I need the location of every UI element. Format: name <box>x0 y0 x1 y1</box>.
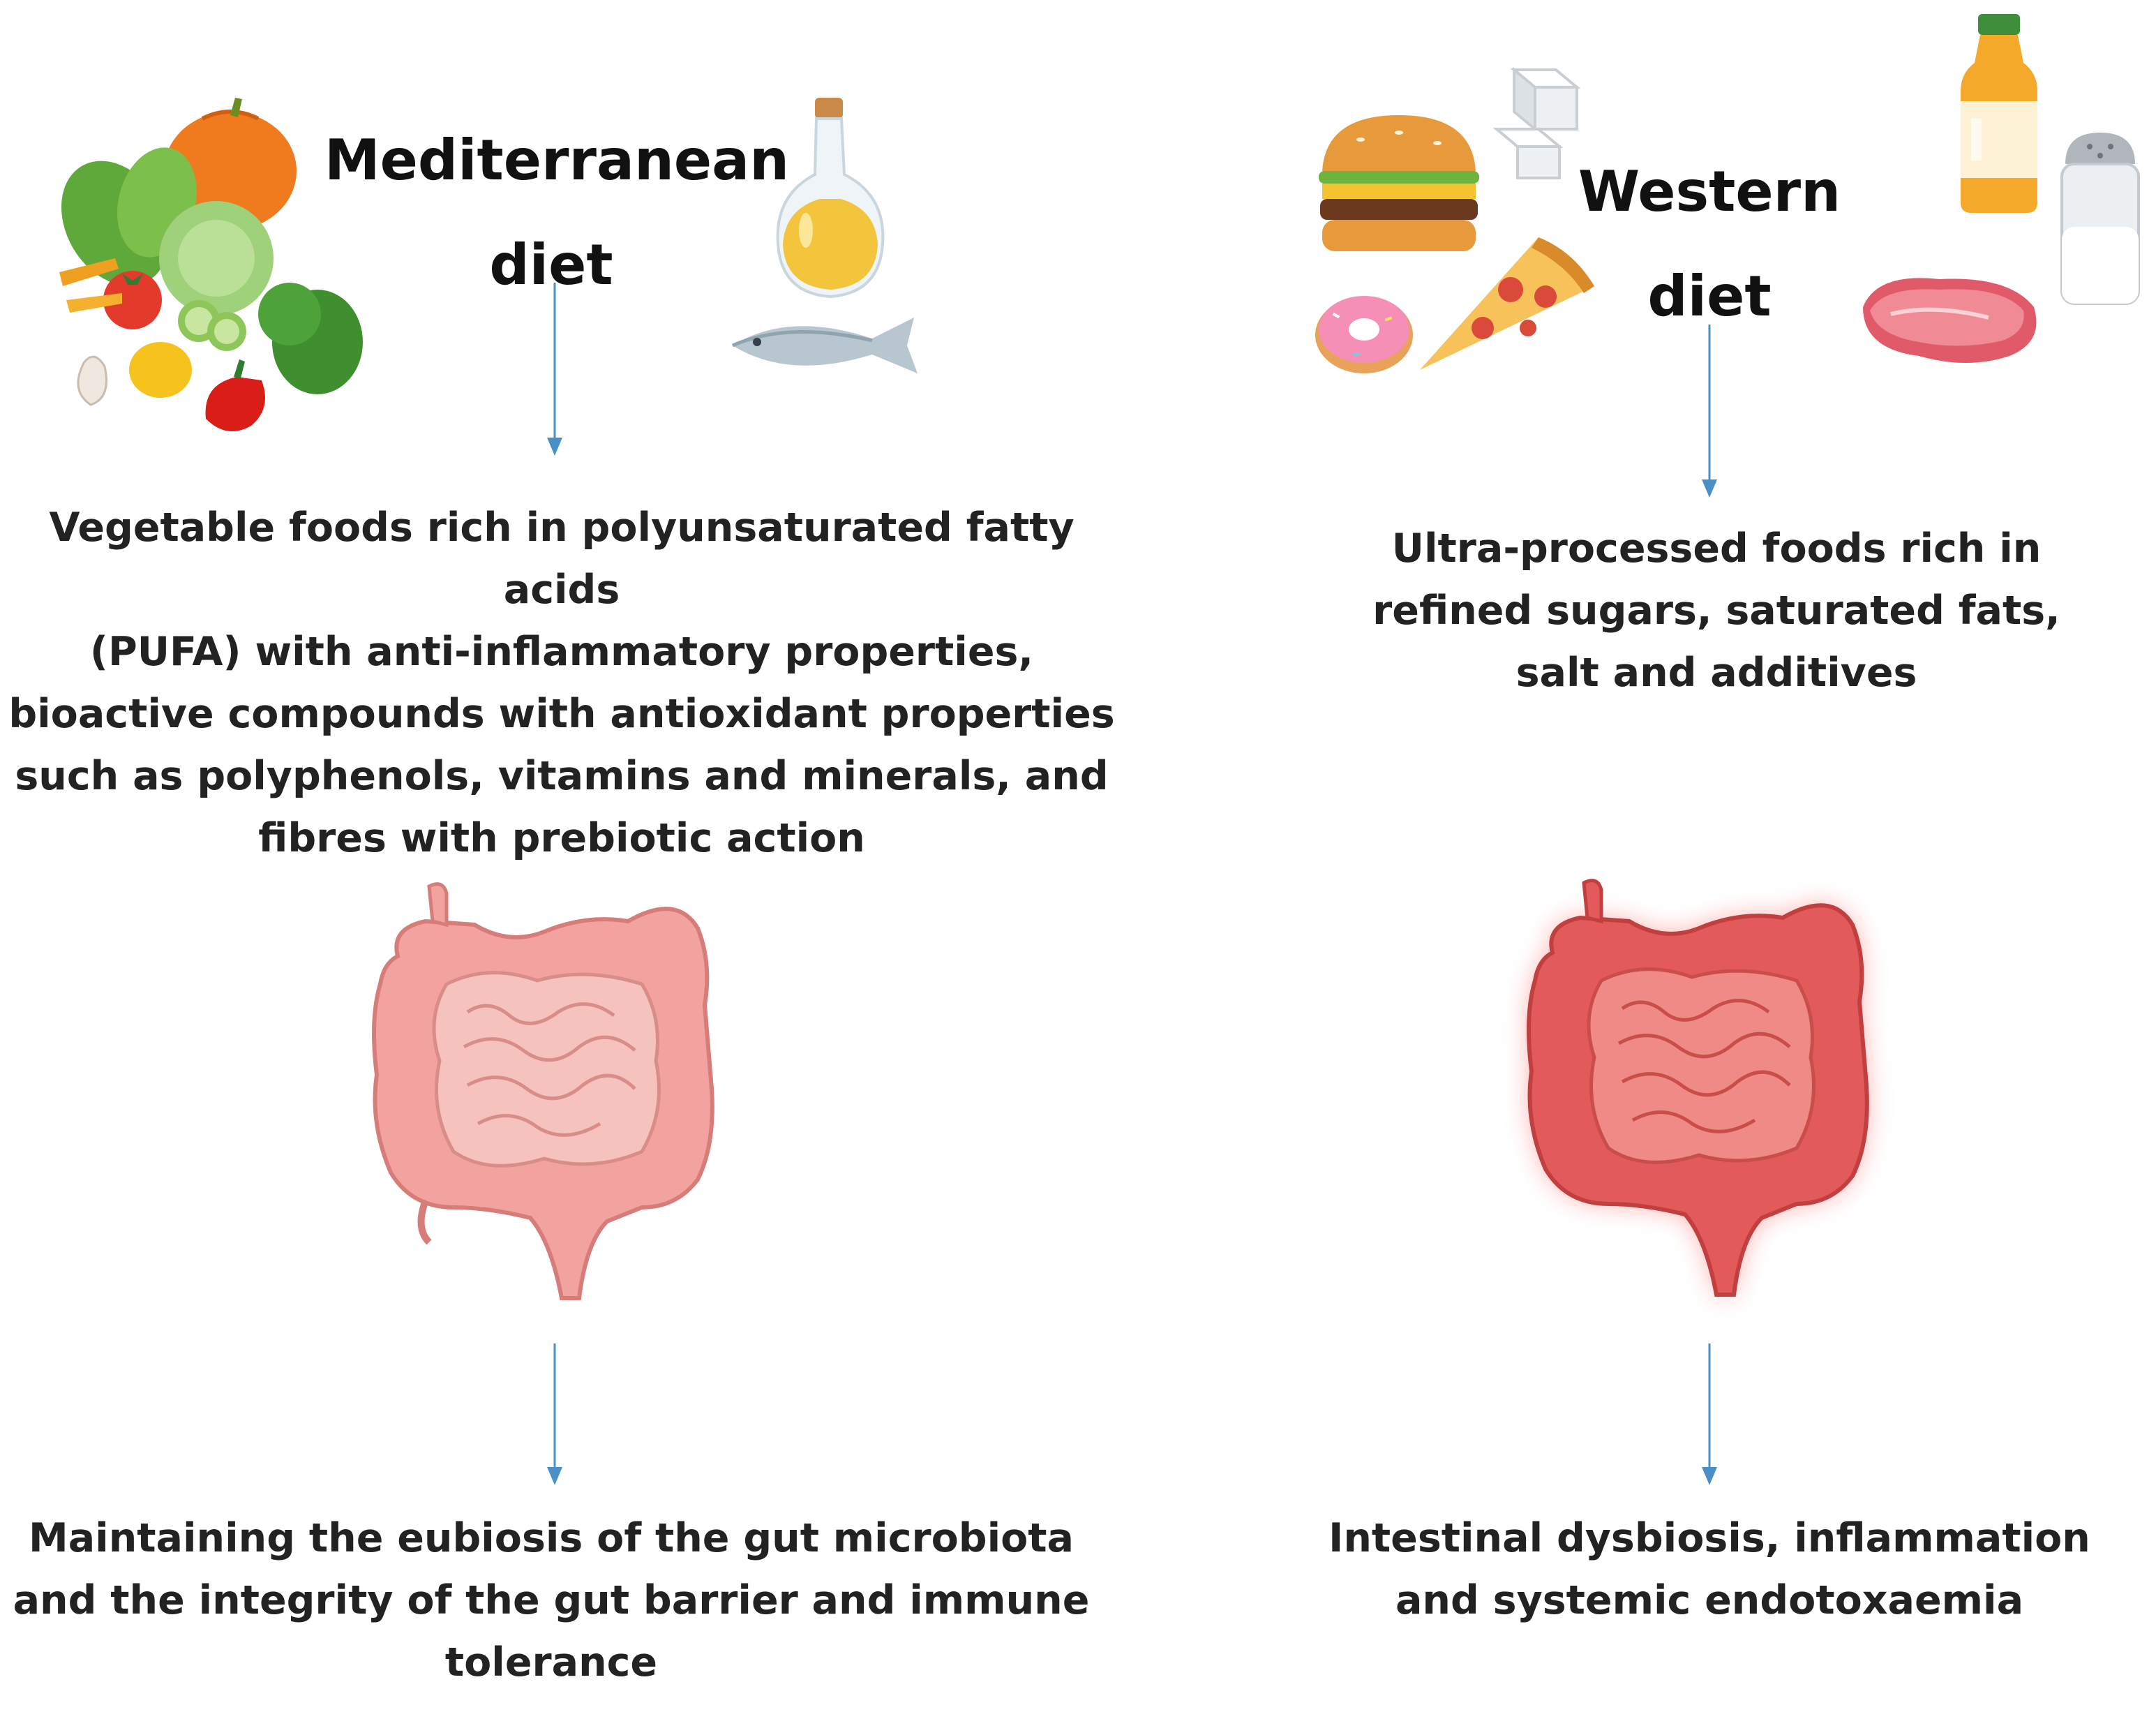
olive-oil-bottle-icon <box>776 98 885 299</box>
sugar-cubes-icon <box>1492 66 1581 179</box>
fish-icon <box>731 318 918 373</box>
mediterranean-foods-description: Vegetable foods rich in polyunsaturated … <box>8 505 1115 861</box>
mediterranean-outcome: Maintaining the eubiosis of the gut micr… <box>13 1515 1090 1685</box>
arrow-diet-to-foods-left <box>547 283 562 456</box>
donut-icon <box>1315 296 1413 373</box>
arrow-diet-to-foods-right <box>1702 325 1717 498</box>
burger-icon <box>1319 115 1479 251</box>
healthy-gut-icon <box>372 882 714 1300</box>
inflamed-gut-icon <box>1527 879 1869 1297</box>
arrow-gut-to-outcome-left <box>547 1343 562 1485</box>
arrow-gut-to-outcome-right <box>1702 1343 1717 1485</box>
vegetables-icon <box>59 98 363 431</box>
pizza-icon <box>1420 237 1594 370</box>
mediterranean-diet-title: Mediterranean diet <box>324 128 790 297</box>
western-outcome: Intestinal dysbiosis, inflammation and s… <box>1328 1515 2090 1623</box>
western-diet-title: Western diet <box>1578 159 1841 329</box>
salt-shaker-icon <box>2060 133 2140 305</box>
western-foods-description: Ultra-processed foods rich in refined su… <box>1372 526 2060 696</box>
meat-icon <box>1863 278 2037 363</box>
juice-bottle-icon <box>1961 14 2037 213</box>
